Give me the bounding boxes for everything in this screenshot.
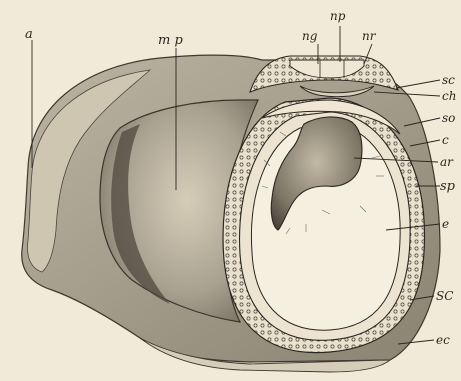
label-ec: ec bbox=[436, 333, 450, 347]
label-a: a bbox=[25, 27, 33, 42]
label-ng: ng bbox=[302, 29, 318, 43]
label-sp: sp bbox=[440, 179, 456, 194]
label-np: np bbox=[330, 9, 346, 23]
label-ar: ar bbox=[440, 155, 454, 169]
label-ch: ch bbox=[442, 89, 456, 103]
label-c: c bbox=[442, 133, 449, 147]
label-so: so bbox=[442, 111, 455, 125]
label-mp: m p bbox=[158, 33, 183, 48]
label-e: e bbox=[442, 217, 449, 231]
label-sc-top: sc bbox=[442, 73, 455, 87]
label-nr: nr bbox=[362, 29, 377, 43]
label-sc-bottom: SC bbox=[436, 289, 453, 303]
